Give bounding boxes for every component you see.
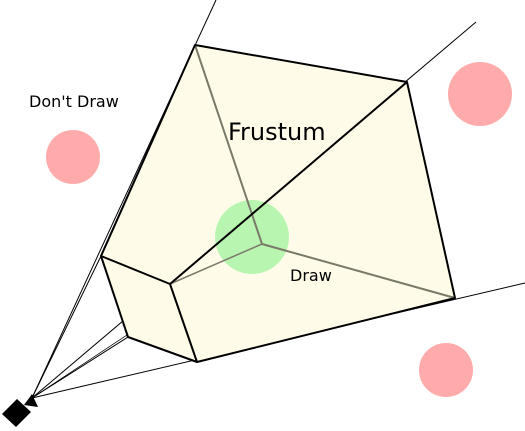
dont-draw-label: Don't Draw — [29, 92, 119, 111]
object-outside-bottom-right — [419, 343, 473, 397]
frustum-back-edge-bottom — [261, 243, 456, 299]
object-inside — [215, 200, 289, 274]
near-plane-right-edge — [169, 283, 198, 363]
view-ray-left — [31, 255, 102, 399]
view-ray-lower — [31, 336, 129, 399]
frustum-back-edge-left — [169, 243, 263, 285]
frustum-label: Frustum — [228, 118, 326, 146]
near-plane-top-edge — [100, 255, 171, 285]
frustum-back-edge-top — [194, 44, 263, 245]
frustum-diagonal-edge — [169, 81, 408, 285]
object-outside-top-right — [448, 62, 512, 126]
draw-label: Draw — [290, 266, 332, 285]
frustum-volume — [101, 45, 455, 362]
camera-icon — [2, 394, 38, 427]
object-outside-left — [46, 130, 100, 184]
